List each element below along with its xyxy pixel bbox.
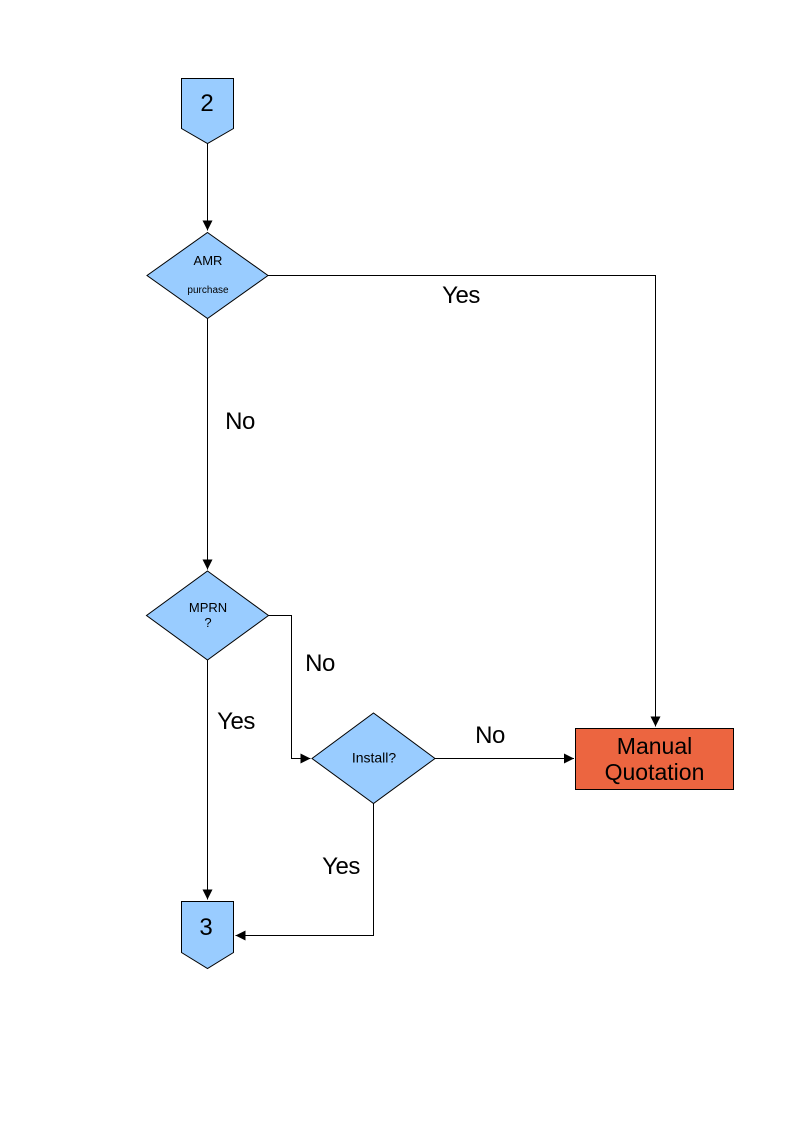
amr-decision-subtitle: purchase [187,285,229,297]
edge-label-mprn-yes: Yes [217,707,255,735]
manual-quotation-shape [575,728,734,790]
end-connector-label: 3 [199,913,213,941]
manual-quotation-label: Manual Quotation [604,733,705,785]
edge-label-amr-yes: Yes [442,281,480,309]
edge-label-amr-no: No [225,407,255,435]
edge-label-install-yes: Yes [322,852,360,880]
mprn-decision-label: MPRN ? [188,600,228,630]
edge-install-yes-to-end [235,803,374,941]
mprn-decision-shape [145,570,270,661]
amr-decision-shape [146,231,269,320]
start-connector-shape [181,78,234,145]
amr-decision-label: AMR purchase [187,236,228,314]
install-decision-label: Install? [351,749,397,766]
amr-decision-title: AMR [193,252,223,268]
edge-mprn-no-to-install [268,615,311,764]
start-connector-label: 2 [200,89,214,117]
install-decision-shape [311,712,436,805]
edge-amr-yes-to-manual-quotation [268,275,661,727]
end-connector-shape [181,901,234,970]
edge-label-mprn-no: No [305,649,335,677]
edge-label-install-no: No [475,721,505,749]
